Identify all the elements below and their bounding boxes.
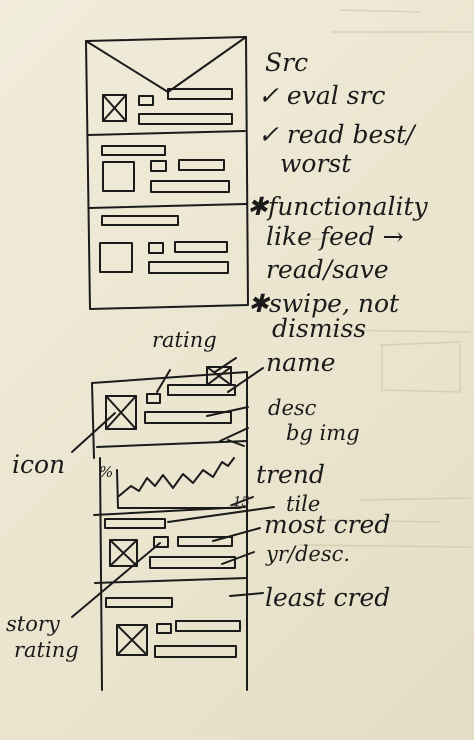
note-dismiss: dismiss	[272, 314, 367, 343]
note-read-best: ✓ read best/	[258, 120, 415, 149]
story-item-1	[104, 518, 236, 569]
header-bg-image-top	[85, 36, 247, 93]
phone-frame-bottom	[91, 371, 248, 691]
icon-placeholder	[116, 624, 148, 656]
phone-frame-top	[85, 36, 249, 310]
note-src: Src	[265, 48, 309, 77]
trend-chart	[116, 457, 241, 509]
feed-item-top-2	[101, 145, 230, 193]
feed-item-top-1	[102, 88, 233, 125]
phone-sketch-top	[85, 36, 249, 310]
note-desc: desc	[268, 396, 317, 420]
icon-placeholder	[102, 161, 135, 192]
trend-x-axis-label: .15	[229, 495, 250, 510]
note-rating-2: rating	[14, 638, 79, 662]
trend-y-axis-label: %	[99, 463, 114, 481]
note-most-cred: most cred	[264, 510, 391, 539]
note-least-cred: least cred	[265, 583, 391, 612]
note-functionality: ✱functionality	[247, 192, 428, 221]
note-name: name	[266, 348, 336, 377]
note-read-save: read/save	[266, 255, 389, 284]
note-story: story	[6, 612, 60, 636]
note-eval-src: ✓ eval src	[258, 81, 386, 110]
note-trend: trend	[256, 460, 325, 489]
note-rating: rating	[152, 328, 217, 352]
note-like-feed: like feed →	[266, 222, 404, 251]
note-swipe: ✱swipe, not	[248, 289, 400, 318]
source-header	[105, 384, 236, 430]
paper-bleed-through	[299, 9, 471, 548]
note-tile: tile	[286, 492, 321, 516]
note-worst: worst	[280, 149, 352, 178]
icon-placeholder	[109, 539, 138, 567]
icon-placeholder	[105, 395, 137, 430]
icon-placeholder	[102, 94, 127, 122]
icon-placeholder	[99, 242, 133, 273]
phone-sketch-bottom	[91, 366, 248, 691]
story-item-2	[105, 597, 241, 658]
note-bg-img: bg img	[286, 421, 360, 445]
note-icon: icon	[12, 450, 66, 479]
annotation-arrows	[71, 357, 275, 618]
feed-item-top-3	[99, 215, 229, 274]
note-yr-desc: yr/desc.	[266, 542, 351, 566]
